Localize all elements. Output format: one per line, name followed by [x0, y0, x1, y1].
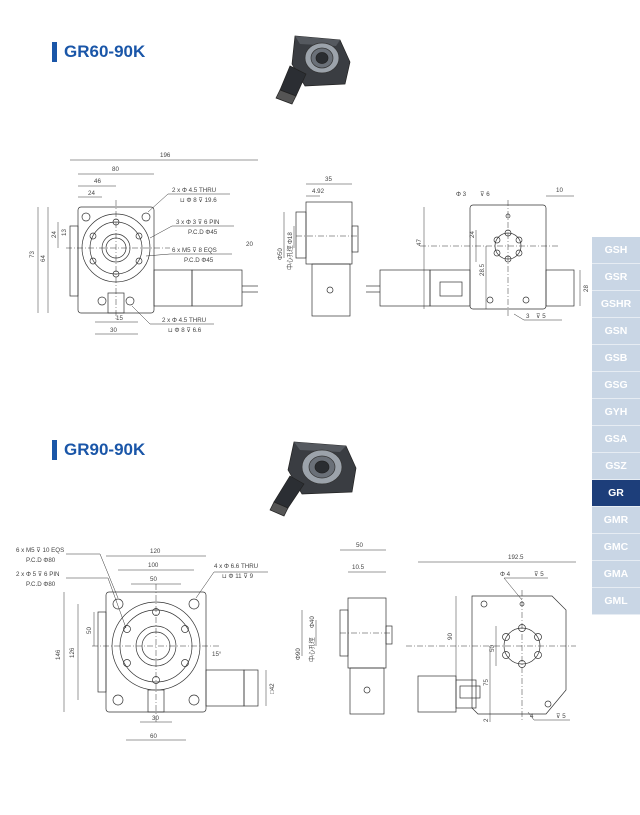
dim-label: 4.92: [312, 188, 325, 195]
nav-item-gyh[interactable]: GYH: [592, 399, 640, 426]
note-label: P.C.D Φ45: [188, 229, 218, 236]
dim-label: 46: [94, 178, 101, 185]
dim-label: 73: [29, 251, 36, 258]
gr60-product-photo: [275, 35, 351, 105]
dim-label: 24: [469, 231, 476, 238]
dim-label: 100: [148, 562, 159, 569]
dim-label: 47: [416, 239, 423, 246]
nav-item-gshr[interactable]: GSHR: [592, 291, 640, 318]
gr60-back-view: [366, 195, 581, 321]
dim-label: 4: [530, 713, 534, 720]
dim-label: 15: [116, 315, 123, 322]
title-text: GR60-90K: [64, 42, 146, 61]
nav-item-gr[interactable]: GR: [592, 480, 640, 507]
dim-label: 30: [110, 327, 117, 334]
title-accent-bar: [52, 440, 57, 460]
gr60-top-view: [37, 159, 258, 335]
note-label: P.C.D Φ80: [26, 581, 56, 588]
dim-label: 24: [88, 190, 95, 197]
note-label: 3 x Φ 3 ⊽ 6 PIN: [176, 219, 220, 226]
dim-label: ⊽ 5: [534, 571, 544, 578]
dim-label: 24: [51, 231, 58, 238]
title-text: GR90-90K: [64, 440, 146, 459]
dim-label: □42: [269, 683, 276, 694]
gr90-side-view: [301, 549, 393, 715]
dim-label: ⊽ 6: [480, 191, 490, 198]
dim-label: 中心孔徑: [308, 637, 316, 662]
note-label: 4 x Φ 6.6 THRU: [214, 563, 258, 570]
dim-label: 13: [61, 229, 68, 236]
nav-item-gsr[interactable]: GSR: [592, 264, 640, 291]
gr90-product-photo: [269, 441, 357, 517]
nav-item-gml[interactable]: GML: [592, 588, 640, 615]
note-label: 6 x M5 ⊽ 10 EQS: [16, 547, 64, 554]
series-side-nav: GSH GSR GSHR GSN GSB GSG GYH GSA GSZ GR …: [592, 237, 640, 615]
dim-label: 50: [86, 627, 93, 634]
nav-item-gsb[interactable]: GSB: [592, 345, 640, 372]
nav-item-gsz[interactable]: GSZ: [592, 453, 640, 480]
nav-item-gma[interactable]: GMA: [592, 561, 640, 588]
dim-label: 2: [483, 718, 490, 722]
dim-label: 10.5: [352, 564, 365, 571]
nav-item-gmc[interactable]: GMC: [592, 534, 640, 561]
dim-label: 75: [483, 679, 490, 686]
dim-label: 64: [40, 255, 47, 262]
note-label: ⊔ Φ 8 ⊽ 6.6: [168, 327, 202, 334]
dim-label: Φ50: [277, 248, 284, 260]
dim-label: 20: [246, 241, 253, 248]
gr60-back-labels: Φ 3 ⊽ 6 10 47 24 28.5 28 3 ⊽ 5: [416, 187, 590, 320]
gr90-side-labels: 50 10.5 Φ90 Φ40 中心孔徑: [295, 542, 365, 662]
dim-label: 50: [150, 576, 157, 583]
dim-label: 中心孔徑: [286, 245, 294, 270]
note-label: 2 x Φ 4.5 THRU: [162, 317, 206, 324]
dim-label: 60: [150, 733, 157, 740]
dim-label: Φ40: [309, 616, 316, 628]
section-title-gr90: GR90-90K: [52, 440, 145, 460]
dim-label: ⊽ 5: [556, 713, 566, 720]
dim-label: 120: [150, 548, 161, 555]
gr60-side-view: [283, 183, 359, 317]
dim-label: 196: [160, 152, 171, 159]
dim-label: 35: [325, 176, 332, 183]
dim-label: 126: [69, 647, 76, 658]
note-label: 2 x Φ 4.5 THRU: [172, 187, 216, 194]
gr90-back-view: [406, 561, 576, 722]
dim-label: Φ90: [295, 648, 302, 660]
title-accent-bar: [52, 42, 57, 62]
note-label: 6 x M5 ⊽ 8 EQS: [172, 247, 217, 254]
note-label: ⊔ Φ 11 ⊽ 9: [222, 573, 254, 580]
dim-label: 3: [526, 313, 530, 320]
dim-label: Φ18: [287, 232, 294, 244]
dim-label: 28.5: [479, 263, 486, 276]
nav-item-gsa[interactable]: GSA: [592, 426, 640, 453]
dim-label: 50: [356, 542, 363, 549]
dim-label: 50: [489, 645, 496, 652]
gr60-side-labels: 35 4.92 Φ50 Φ18 中心孔徑: [277, 176, 332, 270]
angle-label: 15°: [212, 651, 222, 658]
nav-item-gsg[interactable]: GSG: [592, 372, 640, 399]
dim-label: 80: [112, 166, 119, 173]
note-label: P.C.D Φ80: [26, 557, 56, 564]
dim-label: 28: [583, 285, 590, 292]
nav-item-gsn[interactable]: GSN: [592, 318, 640, 345]
dim-label: 146: [55, 649, 62, 660]
nav-item-gmr[interactable]: GMR: [592, 507, 640, 534]
dim-label: 10: [556, 187, 563, 194]
dim-label: 30: [152, 715, 159, 722]
gr60-top-labels: 196 80 46 24 2 x Φ 4.5 THRU ⊔ Φ 8 ⊽ 19.6…: [29, 152, 253, 334]
gr90-top-labels: 6 x M5 ⊽ 10 EQS P.C.D Φ80 2 x Φ 5 ⊽ 6 PI…: [16, 547, 276, 740]
note-label: ⊔ Φ 8 ⊽ 19.6: [180, 197, 217, 204]
section-title-gr60: GR60-90K: [52, 42, 145, 62]
dim-label: Φ 4: [500, 571, 511, 578]
gr90-back-labels: 192.5 Φ 4 ⊽ 5 50 90 75 2 4 ⊽ 5: [447, 554, 566, 722]
gr90-top-view: [63, 553, 268, 741]
dim-label: 192.5: [508, 554, 524, 561]
note-label: P.C.D Φ45: [184, 257, 214, 264]
dim-label: Φ 3: [456, 191, 467, 198]
nav-item-gsh[interactable]: GSH: [592, 237, 640, 264]
dim-label: ⊽ 5: [536, 313, 546, 320]
note-label: 2 x Φ 5 ⊽ 6 PIN: [16, 571, 60, 578]
dim-label: 90: [447, 633, 454, 640]
